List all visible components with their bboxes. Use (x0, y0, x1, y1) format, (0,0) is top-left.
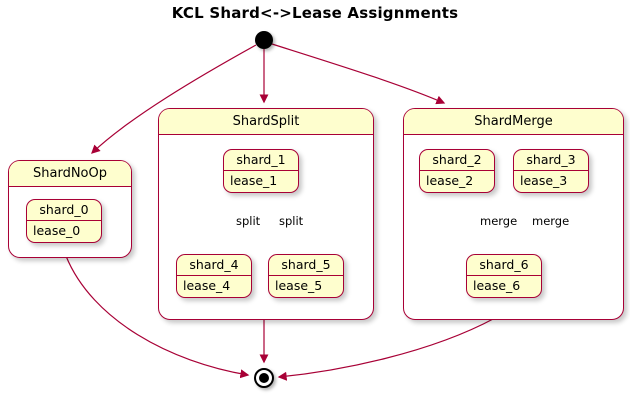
state-name: shard_1 (224, 150, 298, 171)
state-shard-2: shard_2 lease_2 (419, 149, 495, 193)
state-shard-4: shard_4 lease_4 (176, 254, 252, 298)
state-name: shard_2 (420, 150, 494, 171)
diagram-title: KCL Shard<->Lease Assignments (171, 4, 459, 22)
state-lease: lease_5 (275, 278, 323, 293)
edge-label-merge-left: merge (480, 214, 518, 228)
state-shard-0: shard_0 lease_0 (26, 199, 102, 243)
state-name: shard_5 (269, 255, 343, 276)
state-lease: lease_3 (520, 173, 568, 188)
state-shard-6: shard_6 lease_6 (466, 254, 542, 298)
final-state (254, 368, 274, 388)
state-lease: lease_1 (230, 173, 278, 188)
initial-state-dot (255, 31, 273, 49)
edge-shardmerge-to-end (277, 317, 496, 381)
edge-label-split-left: split (236, 214, 261, 228)
state-lease: lease_2 (426, 173, 474, 188)
edge-label-merge-right: merge (532, 214, 570, 228)
state-lease: lease_4 (183, 278, 231, 293)
edge-start-to-shardmerge (271, 43, 446, 105)
state-shard-3: shard_3 lease_3 (513, 149, 589, 193)
state-name: shard_0 (27, 200, 101, 221)
composite-state-shardmerge: ShardMerge shard_2 lease_2 shard_3 lease… (403, 108, 624, 320)
state-lease: lease_0 (33, 223, 81, 238)
state-name: shard_3 (514, 150, 588, 171)
composite-title-shardmerge: ShardMerge (404, 109, 623, 135)
edge-label-split-right: split (279, 214, 304, 228)
composite-title-shardsplit: ShardSplit (159, 109, 373, 135)
final-state-dot (259, 373, 269, 383)
composite-state-shardnoop: ShardNoOp shard_0 lease_0 (8, 160, 132, 258)
state-name: shard_4 (177, 255, 251, 276)
composite-title-shardnoop: ShardNoOp (9, 161, 131, 187)
state-shard-5: shard_5 lease_5 (268, 254, 344, 298)
state-name: shard_6 (467, 255, 541, 276)
composite-state-shardsplit: ShardSplit shard_1 lease_1 shard_4 lease… (158, 108, 374, 320)
state-shard-1: shard_1 lease_1 (223, 149, 299, 193)
state-lease: lease_6 (473, 278, 521, 293)
